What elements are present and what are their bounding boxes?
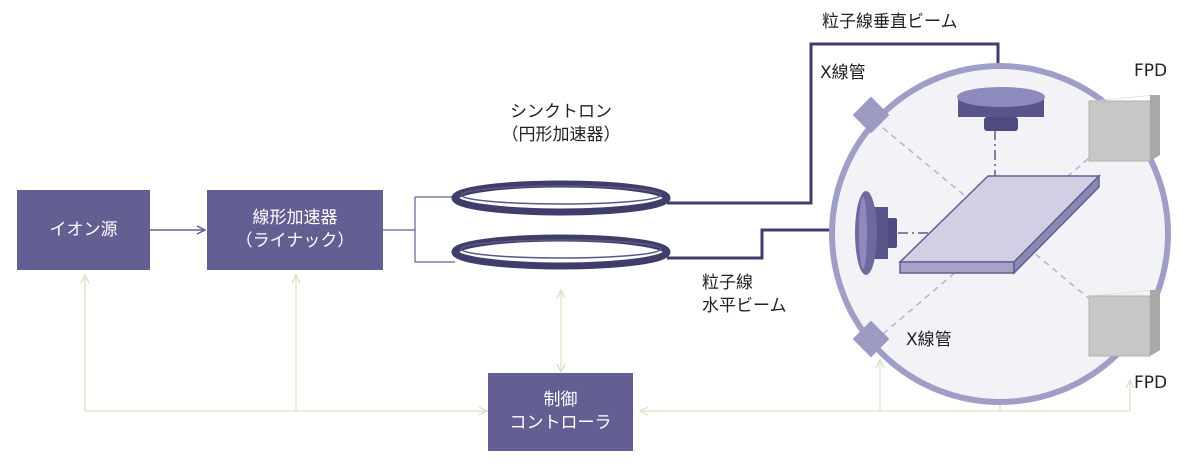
xray-tube-top-icon	[852, 96, 890, 134]
xray-path-from-bottom	[882, 136, 1115, 335]
fpd-bottom-label: FPD	[1134, 373, 1168, 393]
vertical-beam-label: 粒子線垂直ビーム	[822, 12, 958, 32]
xray-tube-top-label: X線管	[820, 63, 866, 83]
control-network	[85, 275, 1130, 411]
synchrotron-label-line2: （円形加速器）	[501, 124, 621, 145]
vertical-beam-nozzle	[957, 87, 1045, 131]
xray-paths	[882, 127, 1115, 335]
ion-source-block: イオン源	[17, 190, 150, 270]
controller-block: 制御 コントローラ	[488, 373, 633, 451]
patient-table	[898, 174, 1101, 275]
horizontal-beam-line	[667, 226, 853, 260]
controller-label-line2: コントローラ	[509, 413, 612, 433]
ion-source-label: イオン源	[49, 219, 118, 240]
linac-block: 線形加速器 （ライナック）	[207, 190, 383, 270]
fpd-top-label: FPD	[1134, 61, 1168, 81]
horizontal-beam-label: 粒子線 水平ビーム	[702, 272, 787, 318]
linac-label-line1: 線形加速器	[252, 208, 338, 229]
synchrotron-ring-lower	[451, 234, 671, 270]
horizontal-beam-nozzle	[855, 191, 897, 275]
vertical-beam-line	[667, 42, 1002, 205]
linac-to-synchrotron-connector	[383, 196, 455, 263]
xray-tube-bottom-icon	[852, 320, 890, 358]
controller-label-line1: 制御	[543, 390, 578, 411]
linac-label-line2: （ライナック）	[235, 231, 355, 251]
fpd-top-icon	[1088, 95, 1160, 162]
horizontal-beam-label-line1: 粒子線	[702, 273, 753, 293]
horizontal-beam-label-line2: 水平ビーム	[702, 295, 787, 316]
synchrotron-label: シンクトロン （円形加速器）	[490, 101, 632, 147]
synchrotron-label-line1: シンクトロン	[510, 102, 612, 122]
fpd-bottom-icon	[1088, 290, 1160, 357]
xray-tube-bottom-label: X線管	[906, 330, 952, 350]
synchrotron-ring-upper	[451, 180, 671, 216]
